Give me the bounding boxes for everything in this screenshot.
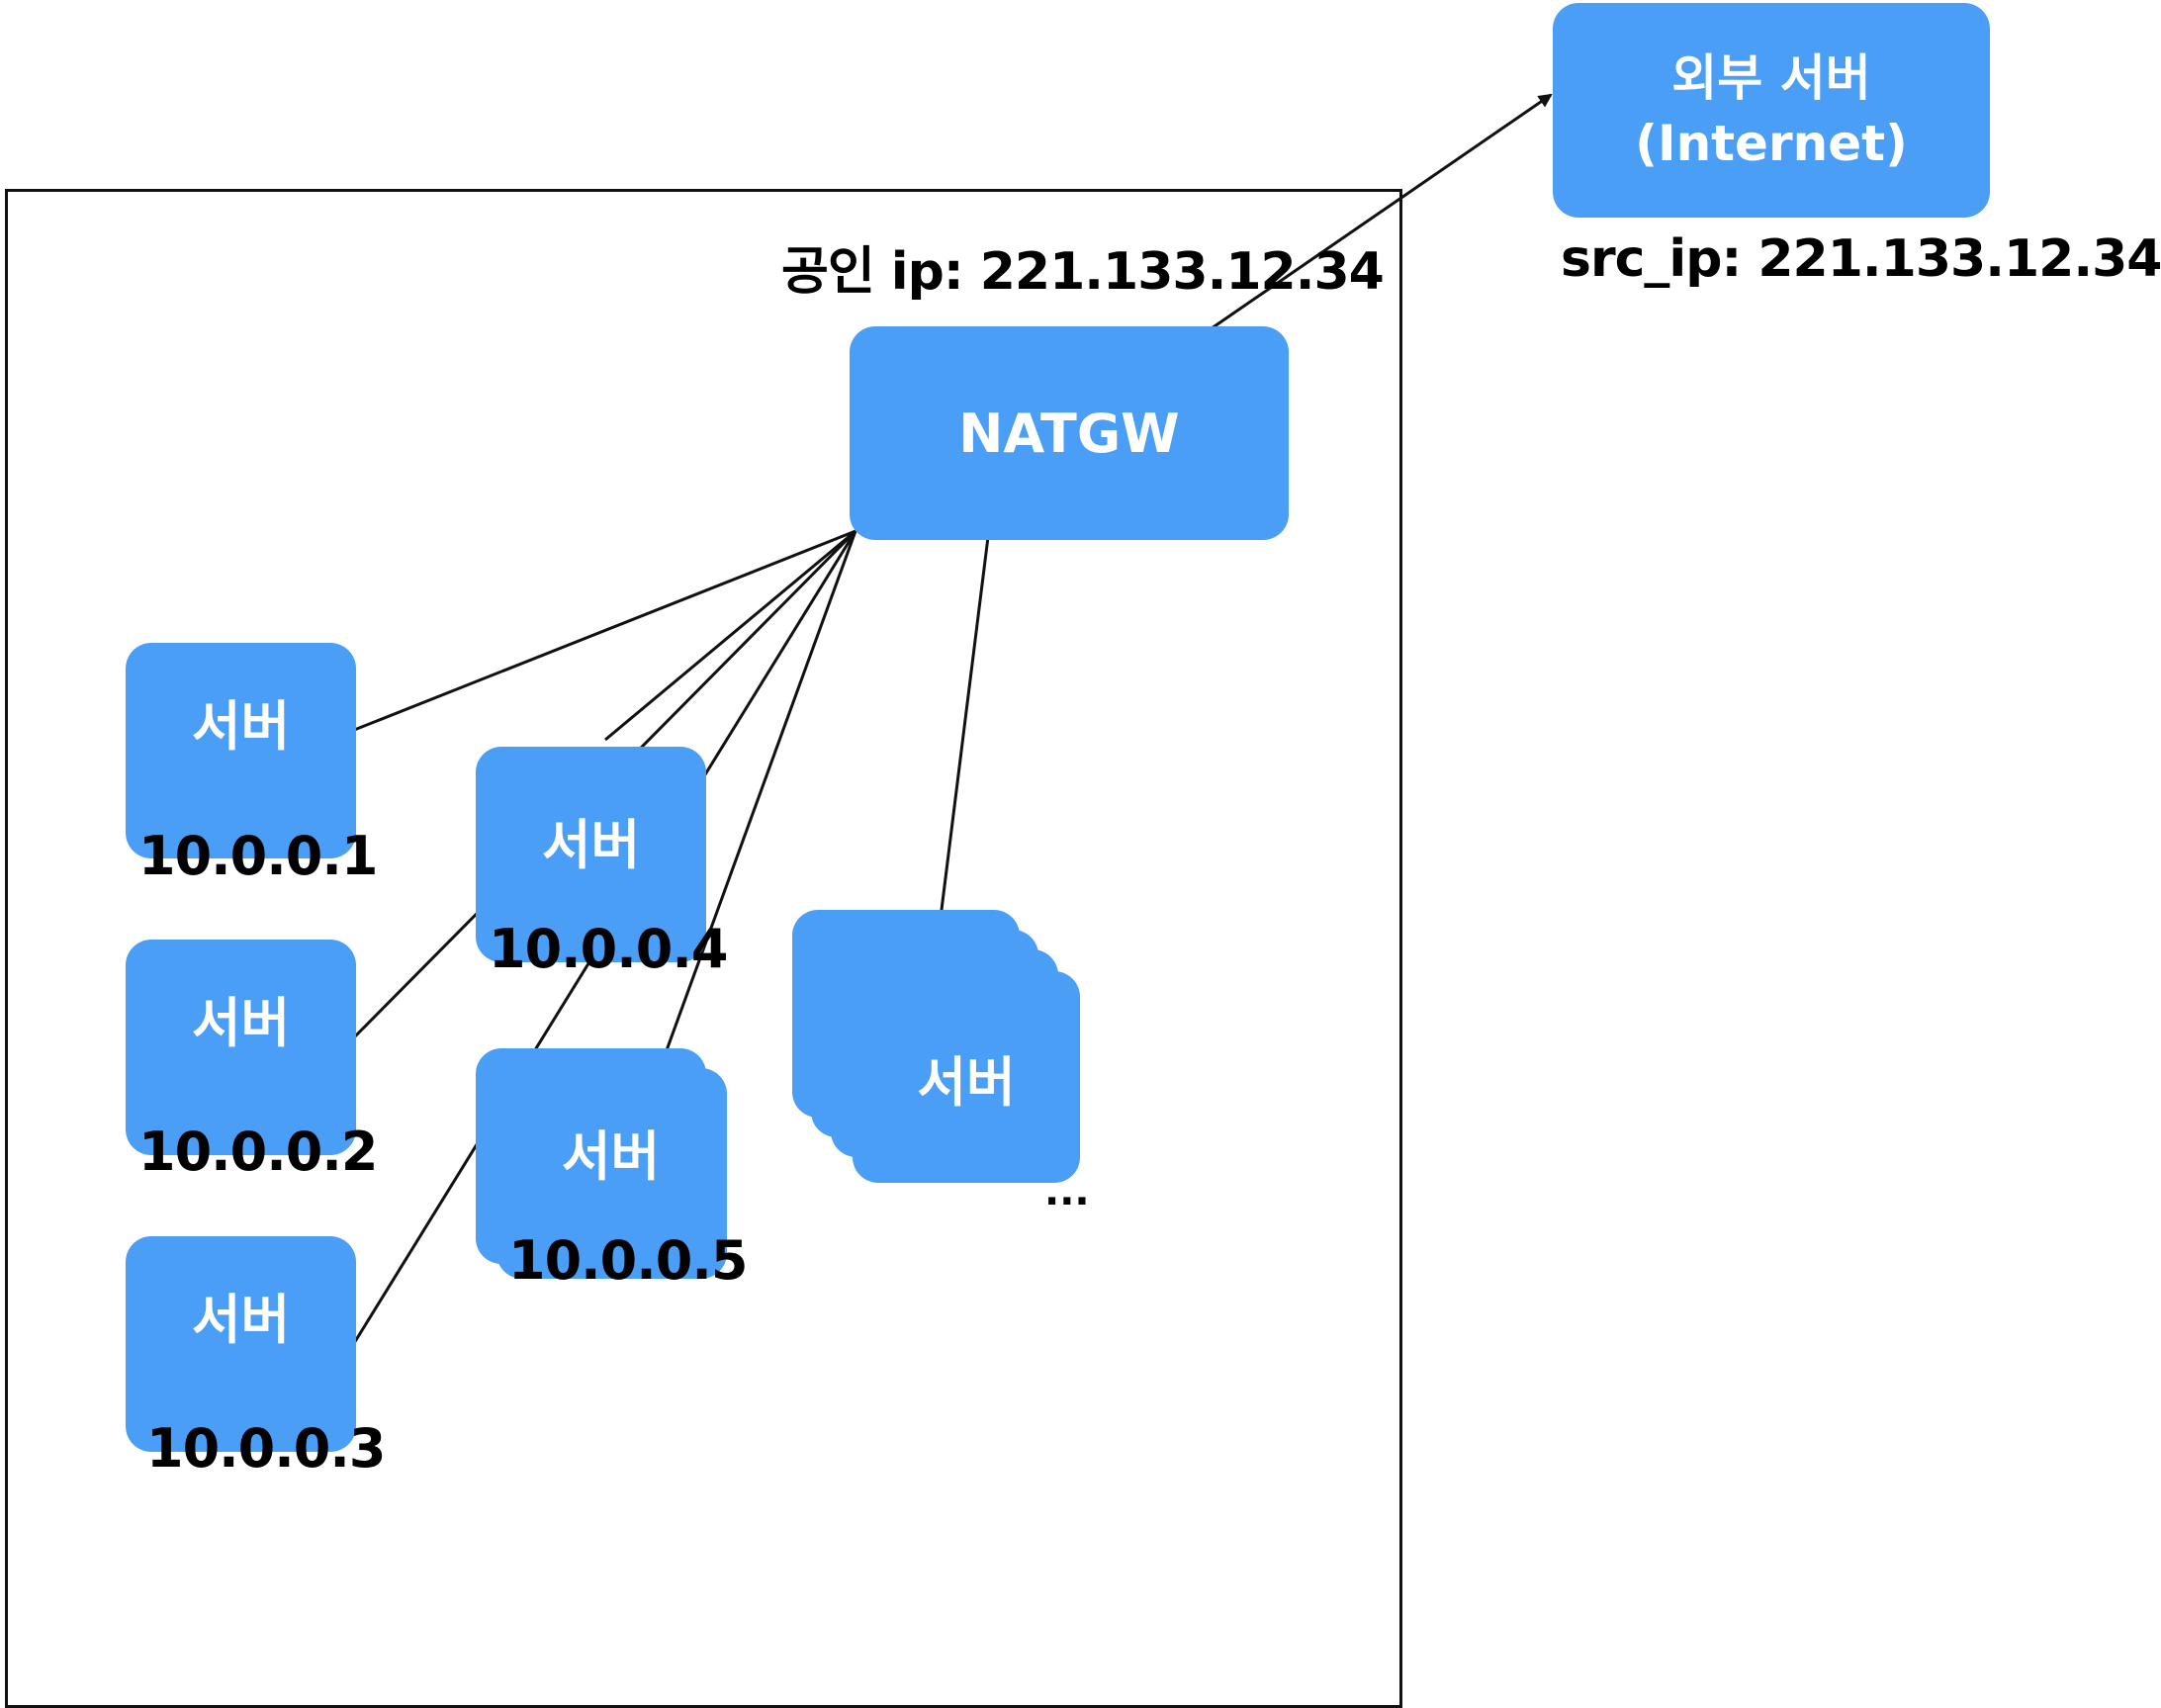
server-ip-2: 10.0.0.2 [138, 1121, 378, 1183]
vpc-boundary [5, 189, 1402, 1708]
server-node-4[interactable]: 서버 [476, 747, 706, 962]
link-server-5 [661, 530, 857, 1062]
natgw-node[interactable]: NATGW [850, 326, 1289, 540]
server-label-4: 서버 [541, 813, 641, 876]
server-ip-4: 10.0.0.4 [489, 918, 728, 980]
server-ip-3: 10.0.0.3 [146, 1417, 386, 1480]
natgw-to-external-arrow [1211, 93, 1553, 330]
server-label-1: 서버 [191, 694, 291, 758]
server-group-node[interactable]: 서버 [853, 971, 1080, 1183]
server-label-5: 서버 [561, 1124, 661, 1188]
server-ip-1: 10.0.0.1 [138, 825, 378, 887]
src-ip-label: src_ip: 221.133.12.34 [1561, 229, 2161, 289]
natgw-label: NATGW [958, 402, 1180, 465]
external-server-label: 외부 서버 [1671, 48, 1871, 107]
server-node-5[interactable]: 서버 [476, 1048, 706, 1264]
server-node-2[interactable]: 서버 [126, 940, 356, 1155]
server-group-label: 서버 [917, 1050, 1016, 1114]
link-server-4 [604, 529, 856, 742]
external-server-sublabel: (Internet) [1635, 114, 1908, 172]
server-label-3: 서버 [191, 1288, 291, 1351]
server-node-3[interactable]: 서버 [126, 1236, 356, 1452]
link-server-1 [328, 529, 856, 742]
server-label-2: 서버 [191, 991, 291, 1054]
link-server-group [936, 528, 991, 943]
external-server-node[interactable]: 외부 서버 (Internet) [1553, 3, 1990, 218]
public-ip-label: 공인 ip: 221.133.12.34 [781, 242, 1385, 302]
server-ip-5: 10.0.0.5 [508, 1229, 748, 1292]
more-servers-ellipsis: ... [1044, 1169, 1090, 1214]
server-node-1[interactable]: 서버 [126, 643, 356, 858]
